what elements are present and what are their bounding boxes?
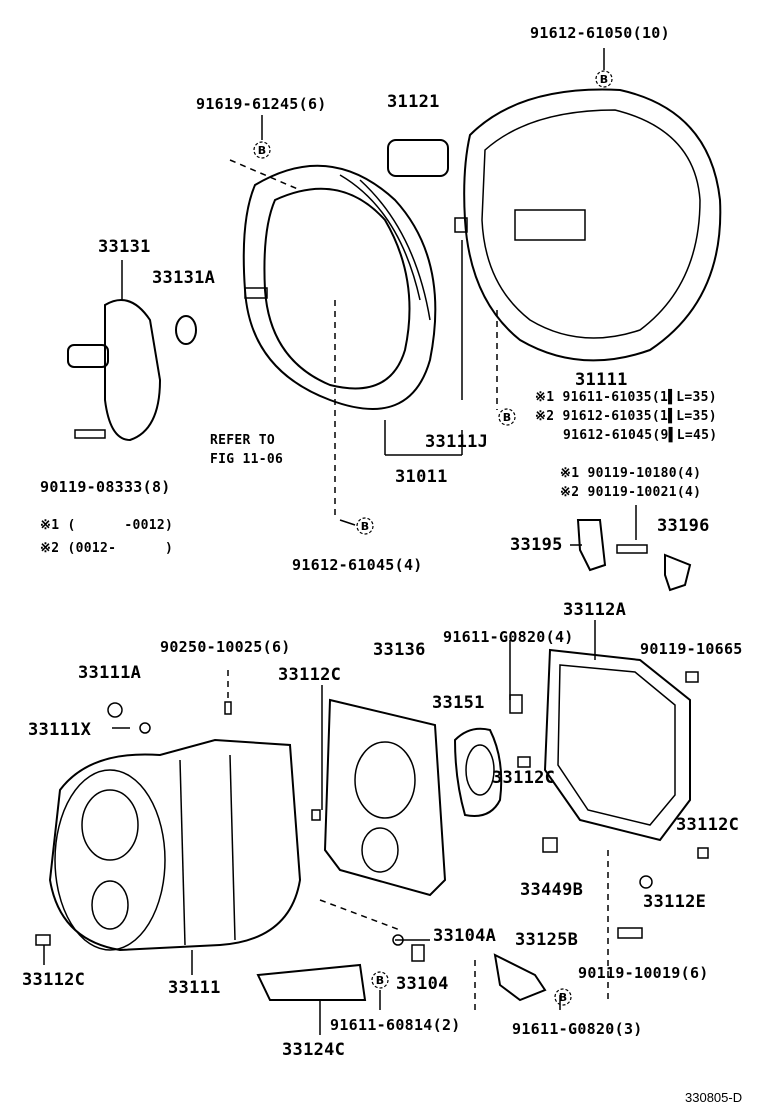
- label-91612-61045-9: 91612-61045(9▌L=45): [563, 428, 718, 443]
- label-90119-10021: ※2 90119-10021(4): [560, 485, 702, 500]
- label-33195: 33195: [510, 535, 563, 555]
- label-91619-61245: 91619-61245(6): [196, 95, 327, 113]
- ref-b-letter: B: [376, 974, 384, 987]
- label-31011: 31011: [395, 467, 448, 487]
- part-33111-bottom: [48, 738, 302, 952]
- label-90250-10025: 90250-10025(6): [160, 638, 291, 656]
- part-33136: [323, 698, 447, 897]
- ref-b-letter: B: [258, 144, 266, 157]
- label-33112C-d: 33112C: [22, 970, 86, 990]
- label-33112C-b: 33112C: [492, 768, 556, 788]
- label-33111A: 33111A: [78, 663, 142, 683]
- label-33151: 33151: [432, 693, 485, 713]
- part-33131: [67, 299, 162, 442]
- note-2: ※2 (0012- ): [40, 541, 174, 556]
- label-91612-61045-4: 91612-61045(4): [292, 556, 423, 574]
- part-33131A: [175, 315, 197, 345]
- label-33196: 33196: [657, 516, 710, 536]
- bolts-top: [74, 217, 648, 554]
- label-90119-10019: 90119-10019(6): [578, 964, 709, 982]
- part-33151: [453, 727, 503, 817]
- label-33111-bottom: 33111: [168, 978, 221, 998]
- ref-b-letter: B: [503, 411, 511, 424]
- part-31121: [387, 139, 449, 177]
- leader-lines: [43, 48, 637, 1035]
- label-fig-11-06: FIG 11-06: [210, 452, 284, 467]
- label-33136: 33136: [373, 640, 426, 660]
- label-90119-10665: 90119-10665: [640, 640, 743, 658]
- label-33111X: 33111X: [28, 720, 92, 740]
- label-31121: 31121: [387, 92, 440, 112]
- label-31111-top: 31111: [575, 370, 628, 390]
- label-33112E: 33112E: [643, 892, 707, 912]
- label-33112C-c: 33112C: [676, 815, 740, 835]
- label-90119-10180: ※1 90119-10180(4): [560, 466, 702, 481]
- label-91612-61050: 91612-61050(10): [530, 24, 670, 42]
- ref-b-letter: B: [559, 991, 567, 1004]
- label-90119-08333: 90119-08333(8): [40, 478, 171, 496]
- diagram-id: 330805-D: [685, 1090, 743, 1105]
- label-33104A: 33104A: [433, 926, 497, 946]
- label-91611-G0820-4: 91611-G0820(4): [443, 628, 574, 646]
- label-91612-61035: ※2 91612-61035(1▌L=35): [535, 409, 717, 424]
- label-33124C: 33124C: [282, 1040, 346, 1060]
- label-33131A: 33131A: [152, 268, 216, 288]
- label-33125B: 33125B: [515, 930, 579, 950]
- label-33104: 33104: [396, 974, 449, 994]
- label-33112C-a: 33112C: [278, 665, 342, 685]
- label-33449B: 33449B: [520, 880, 584, 900]
- part-33195: [576, 519, 607, 572]
- label-33131: 33131: [98, 237, 151, 257]
- label-91611-61035: ※1 91611-61035(1▌L=35): [535, 390, 717, 405]
- part-31111-top: [463, 88, 722, 362]
- label-33112A: 33112A: [563, 600, 627, 620]
- small-parts: [35, 671, 709, 962]
- ref-b-letter: B: [361, 520, 369, 533]
- label-refer-to: REFER TO: [210, 433, 276, 448]
- note-1: ※1 ( -0012): [40, 518, 174, 533]
- ref-b-letter: B: [600, 73, 608, 86]
- part-33124C: [256, 963, 367, 1001]
- part-33125B: [493, 953, 547, 1002]
- part-33196: [664, 553, 692, 592]
- label-91611-60814: 91611-60814(2): [330, 1016, 461, 1034]
- part-31011: [242, 164, 437, 410]
- ref-b-circles: [253, 70, 613, 1006]
- label-33111J: 33111J: [425, 432, 489, 452]
- label-91611-G0820-3: 91611-G0820(3): [512, 1020, 643, 1038]
- part-33112A: [543, 648, 691, 842]
